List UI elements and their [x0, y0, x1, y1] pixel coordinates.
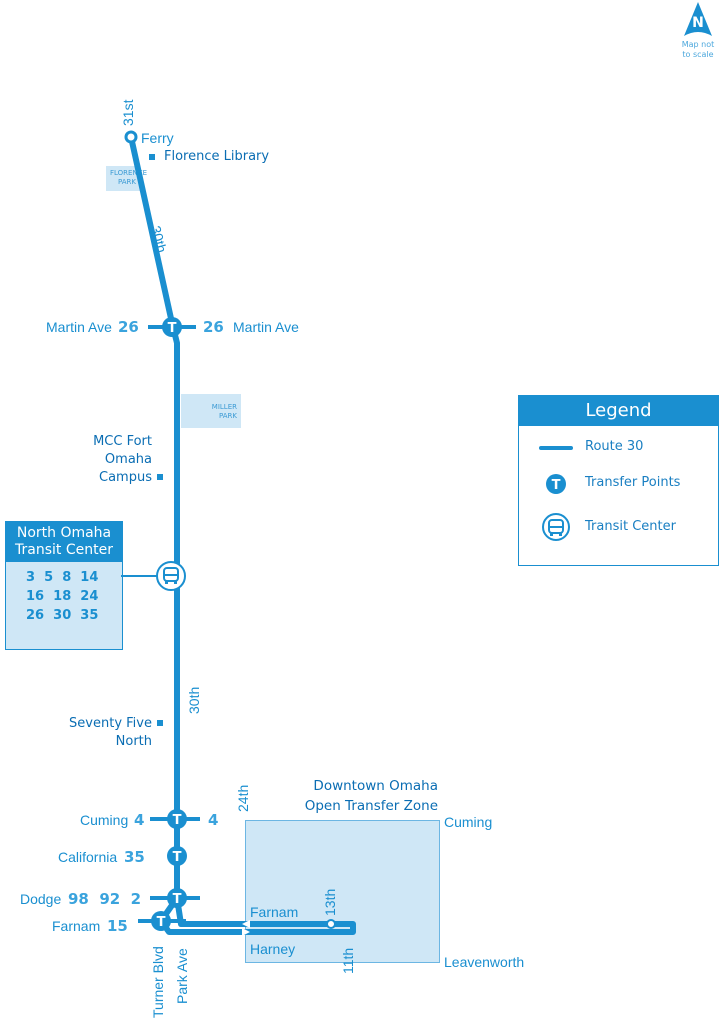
svg-text:T: T — [157, 915, 166, 930]
transit-center-routes-row-2: 16 18 24 — [26, 589, 99, 604]
street-leavenworth: Leavenworth — [444, 954, 525, 970]
route-line-icon — [539, 446, 573, 450]
street-harney: Harney — [250, 941, 296, 957]
transit-center-routes-row-1: 3 5 8 14 — [26, 570, 99, 585]
mcc-line-1: MCC Fort — [93, 434, 152, 449]
california-route: 35 — [124, 848, 145, 866]
legend-title: Legend — [519, 396, 718, 426]
mcc-campus-label: MCC Fort Omaha Campus — [78, 433, 152, 487]
mcc-campus-marker — [157, 474, 163, 480]
street-ferry: Ferry — [141, 130, 174, 146]
transit-center-routes: 3 5 8 14 16 18 24 26 30 35 — [6, 562, 122, 625]
dodge-routes: 98 92 2 — [68, 890, 142, 908]
transit-center-title-2: Transit Center — [15, 542, 113, 558]
svg-text:T: T — [173, 892, 182, 907]
map-not-to-scale-line1: Map not — [681, 40, 715, 49]
north-letter: N — [692, 15, 704, 31]
transfer-icon: T — [546, 474, 566, 494]
farnam-label: Farnam — [52, 918, 101, 934]
downtown-transfer-zone — [245, 820, 440, 963]
north-arrow: N Map not to scale — [680, 0, 716, 62]
downtown-title-1: Downtown Omaha — [313, 778, 438, 794]
svg-text:T: T — [173, 850, 182, 865]
mcc-line-2: Omaha — [104, 452, 152, 467]
street-24th: 24th — [235, 784, 251, 812]
mcc-line-3: Campus — [99, 470, 152, 485]
bus-icon — [542, 513, 570, 541]
svg-text:T: T — [168, 321, 177, 336]
transit-center-bus-icon — [156, 561, 186, 591]
terminus-downtown-icon — [326, 919, 336, 929]
arrow-west-icon — [242, 920, 250, 928]
florence-park-label-2: PARK — [117, 178, 136, 186]
street-31st: 31st — [120, 99, 136, 126]
cuming-left-route: 4 — [134, 811, 145, 829]
cuming-right-route: 4 — [208, 811, 219, 829]
florence-park-label-1: FLORENCE — [110, 169, 148, 177]
california-label: California — [58, 849, 118, 865]
street-park-ave: Park Ave — [174, 948, 190, 1004]
miller-park-label-2: PARK — [218, 412, 237, 420]
transfer-point-icon: T — [167, 809, 187, 829]
legend-route: Route 30 — [585, 439, 644, 454]
martin-ave-left-route: 26 — [118, 318, 139, 336]
north-omaha-transit-center-box: North Omaha Transit Center 3 5 8 14 16 1… — [5, 521, 123, 650]
legend-transfer: Transfer Points — [585, 475, 681, 490]
florence-library-label: Florence Library — [164, 149, 270, 164]
transfer-ticks — [138, 325, 200, 923]
transit-center-title: North Omaha Transit Center — [6, 522, 122, 562]
street-13th: 13th — [322, 888, 338, 916]
florence-park: FLORENCE PARK — [106, 166, 148, 191]
svg-text:T: T — [173, 813, 182, 828]
transfer-point-icon: T — [151, 911, 171, 931]
street-turner-blvd: Turner Blvd — [150, 946, 166, 1018]
miller-park-label-1: MILLER — [211, 403, 237, 411]
martin-ave-right-label: Martin Ave — [233, 319, 299, 335]
transfer-point-icon: T — [167, 846, 187, 866]
arrow-east-icon — [242, 928, 250, 936]
cuming-label: Cuming — [80, 812, 129, 828]
seventy-five-line-1: Seventy Five — [69, 716, 152, 731]
downtown-zone-title: Downtown Omaha Open Transfer Zone — [290, 776, 438, 816]
terminus-north-icon — [124, 130, 138, 144]
north-arrow-icon: N — [684, 2, 712, 36]
seventy-five-north-label: Seventy Five North — [52, 715, 152, 751]
map-not-to-scale-line2: to scale — [682, 50, 714, 59]
farnam-route: 15 — [107, 917, 128, 935]
martin-ave-right-route: 26 — [203, 318, 224, 336]
legend: Legend Route 30 T Transfer Points Transi… — [518, 395, 719, 566]
street-cuming-downtown: Cuming — [444, 814, 493, 830]
transit-center-connector — [121, 575, 157, 577]
street-30th-mid: 30th — [186, 686, 202, 714]
seventy-five-north-marker — [157, 720, 163, 726]
martin-ave-left-label: Martin Ave — [46, 319, 112, 335]
street-farnam-downtown: Farnam — [250, 904, 299, 920]
transfer-point-icon: T — [162, 317, 182, 337]
transit-center-title-1: North Omaha — [16, 525, 112, 541]
transit-center-routes-row-3: 26 30 35 — [26, 608, 99, 623]
downtown-title-2: Open Transfer Zone — [304, 798, 438, 814]
legend-transit-center: Transit Center — [585, 519, 676, 534]
street-11th: 11th — [340, 947, 356, 974]
miller-park: MILLER PARK — [181, 394, 241, 428]
svg-text:T: T — [552, 478, 561, 493]
transfer-point-icon: T — [167, 888, 187, 908]
seventy-five-line-2: North — [115, 734, 152, 749]
dodge-label: Dodge — [20, 891, 62, 907]
florence-library-marker — [149, 154, 155, 160]
